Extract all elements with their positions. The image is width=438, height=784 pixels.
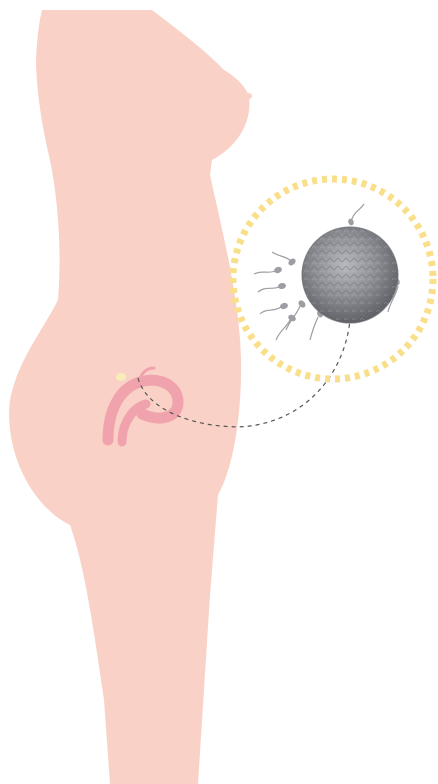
sperm-icon [310, 310, 323, 340]
sperm-icon [260, 303, 288, 314]
nipple [246, 93, 252, 99]
sperm-icon [272, 252, 296, 266]
egg-cell-icon [302, 227, 398, 323]
body-silhouette [9, 10, 249, 784]
sperm-icon [254, 266, 282, 274]
ovary [116, 373, 126, 381]
sperm-icon [286, 300, 306, 330]
sperm-icon [348, 204, 364, 226]
sperm-icon [258, 283, 286, 292]
